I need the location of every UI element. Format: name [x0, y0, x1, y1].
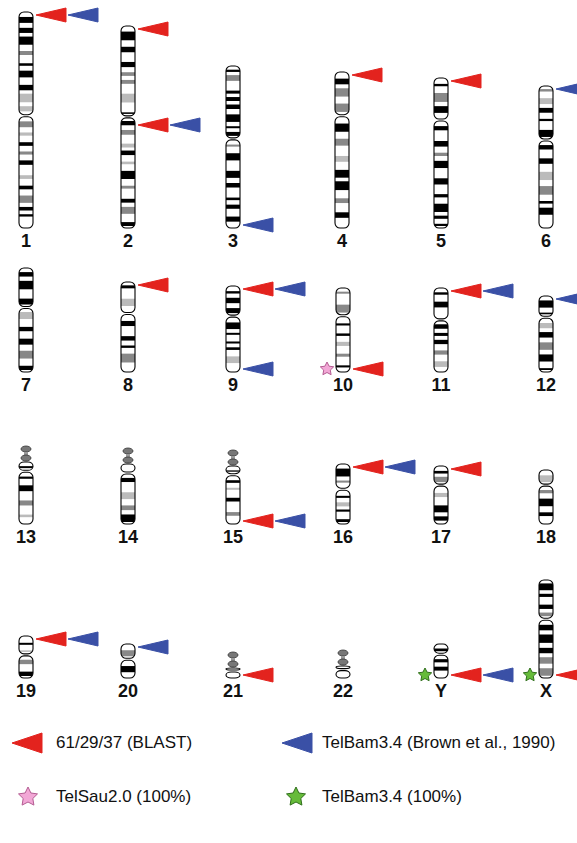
chromosome: [19, 446, 33, 524]
blast-marker: [352, 68, 382, 82]
chromosome: [336, 464, 350, 524]
legend-swatch: [282, 733, 312, 753]
telbam-marker: [385, 460, 415, 474]
chromosome-number: Y: [435, 681, 447, 702]
chromosome-number: 20: [118, 681, 138, 702]
chromosome-number: 21: [223, 681, 243, 702]
chromosome: [19, 268, 33, 372]
chromosome: [121, 26, 135, 228]
chromosome: [19, 636, 33, 678]
blast-marker: [353, 460, 383, 474]
chromosome-number: 19: [16, 681, 36, 702]
telbam-star: [523, 668, 536, 681]
chromosome: [539, 296, 553, 372]
chromosome-number: 10: [333, 375, 353, 396]
blast-marker: [138, 118, 168, 132]
telbam-marker: [68, 8, 98, 22]
chromosome-number: 4: [337, 231, 347, 252]
telsau-star: [320, 362, 333, 375]
chromosome-number: 12: [536, 375, 556, 396]
chromosome-number: 7: [21, 375, 31, 396]
chromosome-number: 15: [223, 527, 243, 548]
legend-swatch: [287, 787, 306, 805]
chromosome-number: 11: [431, 375, 450, 396]
chromosome: [539, 470, 553, 524]
blast-marker: [451, 462, 481, 476]
telbam-marker: [275, 282, 305, 296]
chromosome: [434, 78, 448, 228]
telbam-marker: [243, 218, 273, 232]
chromosome: [226, 66, 240, 228]
chromosome: [539, 86, 553, 228]
chromosome: [121, 282, 135, 372]
legend-swatch: [19, 787, 38, 805]
telbam-marker: [138, 640, 168, 654]
legend-text: TelBam3.4 (100%): [322, 787, 462, 807]
chromosome: [336, 288, 350, 372]
chromosome: [226, 286, 240, 372]
chromosome-number: 8: [123, 375, 133, 396]
telbam-marker: [275, 514, 305, 528]
blast-marker: [138, 22, 168, 36]
telbam-marker: [483, 284, 513, 298]
chromosome: [336, 650, 350, 678]
legend-swatch: [12, 733, 42, 753]
chromosome-number: 14: [118, 527, 138, 548]
telbam-marker: [243, 362, 273, 376]
chromosome: [121, 644, 135, 678]
blast-marker: [243, 282, 273, 296]
chromosome-number: 18: [536, 527, 556, 548]
telbam-marker: [68, 632, 98, 646]
chromosome-number: X: [540, 681, 552, 702]
blast-marker: [556, 668, 577, 682]
blast-marker: [451, 74, 481, 88]
telbam-marker: [483, 668, 513, 682]
chromosome-number: 9: [228, 375, 238, 396]
telbam-star: [418, 668, 431, 681]
chromosome-number: 22: [333, 681, 353, 702]
chromosome: [539, 580, 553, 678]
blast-marker: [243, 668, 273, 682]
chromosome-number: 13: [16, 527, 36, 548]
telbam-marker: [556, 82, 577, 96]
chromosome-number: 2: [123, 231, 133, 252]
blast-marker: [353, 362, 383, 376]
legend-text: 61/29/37 (BLAST): [56, 733, 192, 753]
chromosome: [434, 288, 448, 372]
chromosome-number: 1: [21, 231, 31, 252]
telbam-marker: [556, 292, 577, 306]
chromosome-number: 6: [541, 231, 551, 252]
chromosome-number: 17: [431, 527, 451, 548]
chromosome-number: 3: [228, 231, 238, 252]
chromosome: [434, 644, 448, 678]
chromosome-number: 5: [436, 231, 446, 252]
blast-marker: [138, 278, 168, 292]
chromosome: [335, 72, 349, 228]
chromosome: [121, 448, 135, 524]
telbam-marker: [170, 118, 200, 132]
blast-marker: [36, 632, 66, 646]
blast-marker: [451, 284, 481, 298]
legend-text: TelSau2.0 (100%): [56, 787, 191, 807]
chromosome: [226, 652, 240, 678]
chromosome-number: 16: [333, 527, 353, 548]
chromosome: [226, 450, 240, 524]
chromosome: [434, 466, 448, 524]
blast-marker: [243, 514, 273, 528]
chromosome: [19, 12, 33, 228]
legend-text: TelBam3.4 (Brown et al., 1990): [322, 733, 555, 753]
blast-marker: [36, 8, 66, 22]
blast-marker: [451, 668, 481, 682]
